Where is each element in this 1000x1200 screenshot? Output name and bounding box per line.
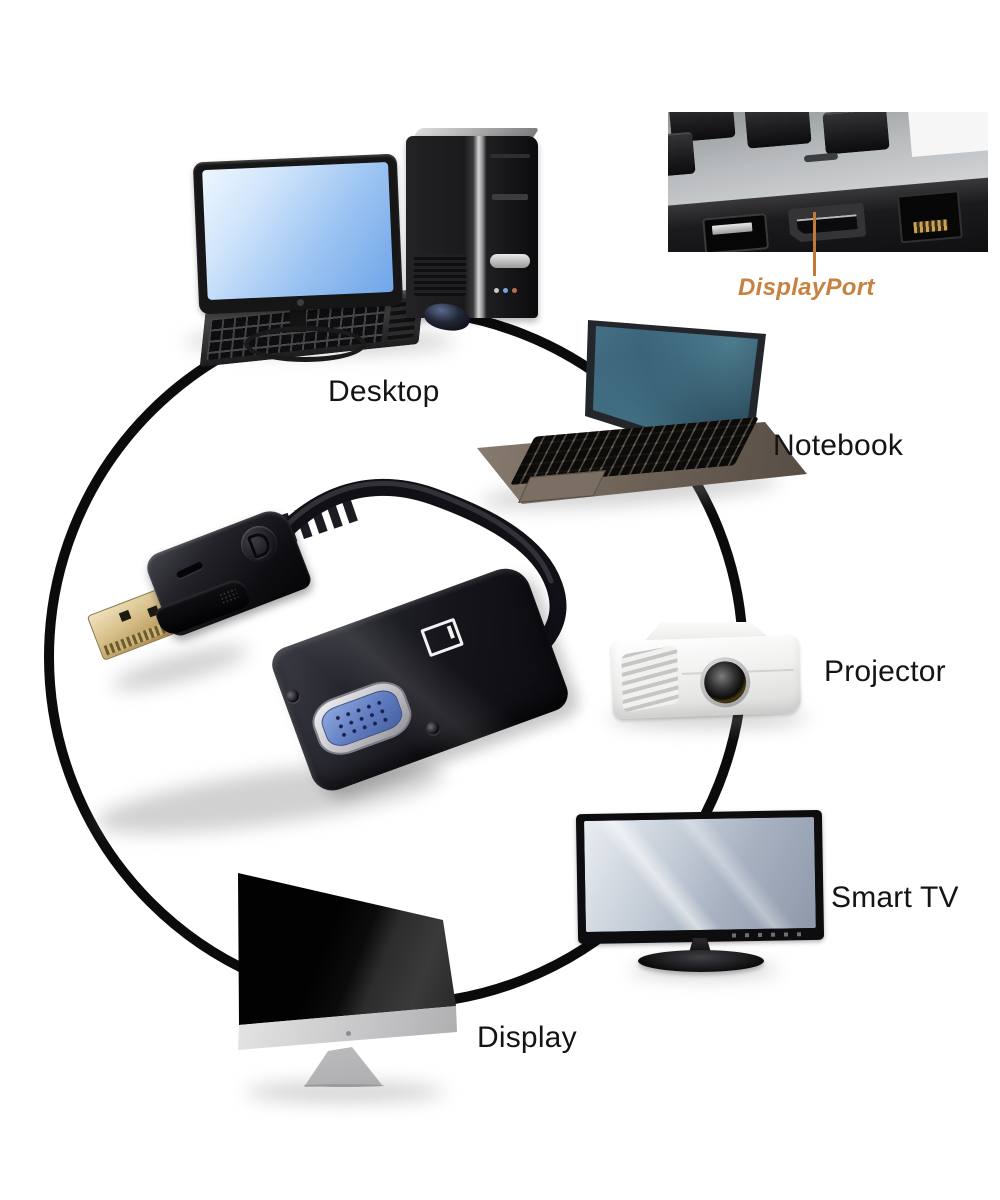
tv-base	[638, 950, 764, 972]
led	[494, 288, 499, 293]
tower-drive-slot	[490, 154, 530, 158]
laptop-port-closeup-photo	[668, 112, 988, 252]
plug-notch	[175, 560, 204, 580]
cable-path	[279, 478, 567, 651]
vga-pin-holes	[331, 696, 394, 741]
notebook-laptop	[462, 300, 817, 515]
tower-vent	[414, 254, 466, 296]
monitor-base-ring	[244, 326, 366, 362]
notebook-label: Notebook	[773, 429, 904, 462]
vga-adapter-body	[267, 561, 573, 797]
displayport-pointer-line	[813, 212, 816, 276]
led	[512, 288, 517, 293]
display-logo-dot	[346, 1031, 351, 1036]
smart-tv-label: Smart TV	[831, 881, 959, 914]
led	[503, 288, 508, 293]
vga-adapter-head	[267, 561, 590, 848]
projector-label: Projector	[824, 655, 946, 688]
cable-highlight	[285, 480, 554, 584]
displayport-label: DisplayPort	[738, 274, 875, 301]
connector-hole	[118, 609, 132, 622]
tower-power-button	[490, 254, 530, 268]
display-monitor	[230, 865, 465, 1100]
tower-leds	[494, 288, 528, 294]
display-label: Display	[477, 1021, 577, 1054]
desktop-tower	[406, 136, 538, 318]
logo-d-glyph	[246, 530, 274, 560]
monitor-icon-bar	[446, 625, 455, 639]
display-stand-base	[304, 1084, 384, 1087]
plug-latch	[153, 576, 253, 639]
tower-slot	[492, 194, 528, 200]
desktop-label: Desktop	[328, 375, 440, 408]
gloss-highlight	[267, 561, 573, 797]
imac-shadow	[245, 1082, 445, 1102]
monitor-neck	[290, 304, 306, 332]
displayport-logo-icon	[235, 520, 283, 568]
cable-strain-relief	[279, 491, 359, 545]
